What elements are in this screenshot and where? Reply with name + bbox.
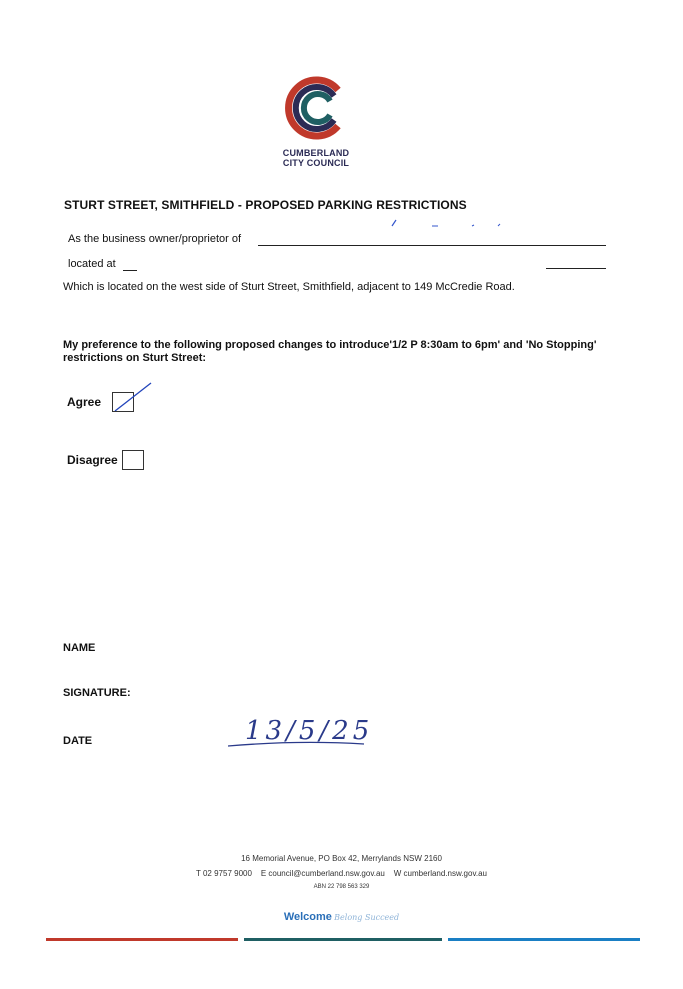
date-value: 13/5/25 bbox=[245, 716, 374, 746]
council-logo: CUMBERLAND CITY COUNCIL bbox=[268, 72, 368, 182]
located-field-row: located at bbox=[68, 258, 116, 270]
council-logo-icon bbox=[285, 76, 341, 140]
check-mark-icon bbox=[114, 382, 152, 411]
welcome-text: Welcome bbox=[283, 911, 332, 923]
footer-abn: ABN 22 798 563 329 bbox=[313, 884, 370, 890]
footer-address: 16 Memorial Avenue, PO Box 42, Merryland… bbox=[241, 854, 442, 863]
date-label: DATE bbox=[63, 735, 93, 747]
owner-label: As the business owner/proprietor of bbox=[68, 233, 242, 245]
agree-checkbox[interactable] bbox=[112, 382, 152, 412]
name-label: NAME bbox=[63, 642, 96, 654]
footer-bar-red bbox=[46, 938, 238, 941]
located-field-end[interactable] bbox=[546, 268, 606, 269]
disagree-label: Disagree bbox=[67, 453, 118, 467]
footer-phone: T 02 9757 9000 bbox=[196, 869, 252, 878]
footer-bar-teal bbox=[244, 938, 442, 941]
footer-contacts: T 02 9757 9000 E council@cumberland.nsw.… bbox=[0, 869, 683, 878]
document-title: STURT STREET, SMITHFIELD - PROPOSED PARK… bbox=[64, 198, 467, 212]
disagree-checkbox[interactable] bbox=[122, 450, 144, 470]
date-underline-stroke bbox=[228, 741, 365, 747]
preference-line-1: My preference to the following proposed … bbox=[63, 339, 597, 351]
logo-line-2: CITY COUNCIL bbox=[282, 158, 350, 168]
handwriting-marks bbox=[391, 219, 501, 227]
logo-text: CUMBERLAND CITY COUNCIL bbox=[268, 148, 364, 168]
owner-field-row: As the business owner/proprietor of bbox=[68, 233, 241, 245]
logo-line-1: CUMBERLAND bbox=[282, 148, 350, 158]
footer-bar-blue bbox=[448, 938, 640, 941]
located-label: located at bbox=[68, 258, 116, 270]
footer-email: E council@cumberland.nsw.gov.au bbox=[260, 869, 385, 878]
signature-label: SIGNATURE: bbox=[63, 687, 131, 699]
preference-line-2: restrictions on Sturt Street: bbox=[63, 352, 207, 364]
preference-text: My preference to the following proposed … bbox=[63, 339, 653, 365]
footer-web: W cumberland.nsw.gov.au bbox=[393, 869, 487, 878]
agree-label: Agree bbox=[67, 395, 102, 409]
located-field[interactable] bbox=[123, 270, 137, 271]
footer-welcome: Welcome Belong Succeed bbox=[0, 911, 683, 923]
welcome-tagline: Belong Succeed bbox=[334, 913, 400, 922]
owner-field[interactable] bbox=[258, 245, 606, 246]
location-text: Which is located on the west side of Stu… bbox=[63, 281, 515, 293]
